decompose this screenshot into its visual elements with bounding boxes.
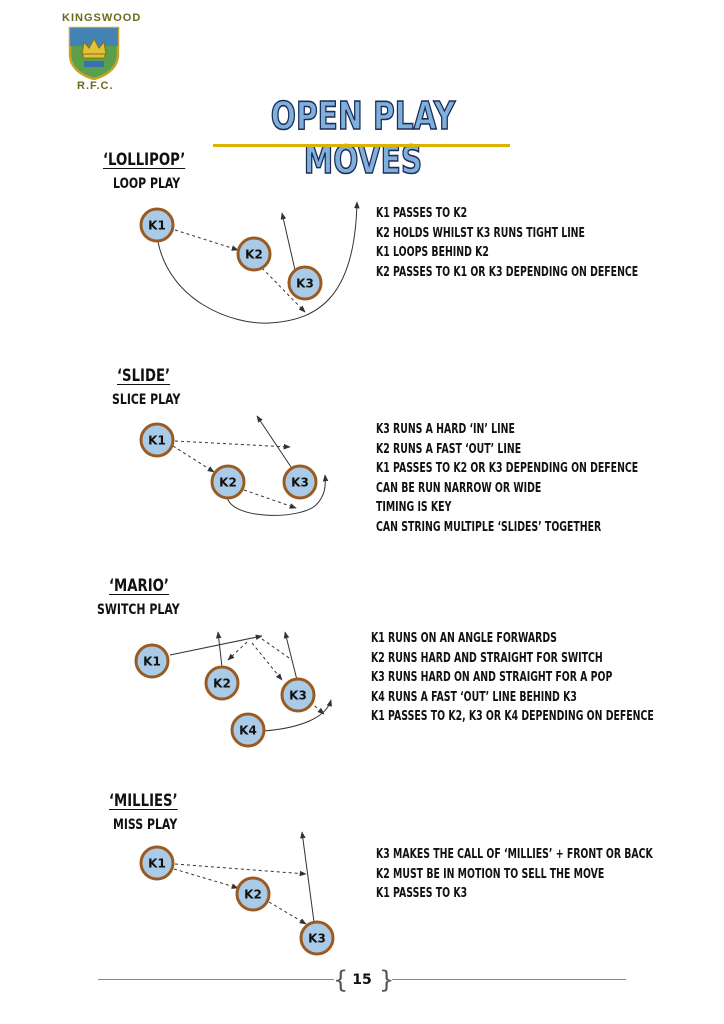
note-line: K1 PASSES TO K2 OR K3 DEPENDING ON DEFEN… — [376, 461, 639, 477]
pass-arrow — [174, 229, 239, 251]
note-line: CAN STRING MULTIPLE ‘SLIDES’ TOGETHER — [376, 519, 602, 535]
run-line — [215, 631, 223, 668]
player-node-k3: K3 — [299, 920, 335, 956]
player-node-k4: K4 — [230, 712, 266, 748]
diagram-lollipop: K1 K2 K3 — [139, 201, 360, 324]
move-name-lollipop: ‘LOLLIPOP’ — [103, 150, 186, 170]
move-name-slide: ‘SLIDE’ — [117, 366, 171, 386]
svg-text:K2: K2 — [244, 888, 262, 902]
move-notes-mario: K1 RUNS ON AN ANGLE FORWARDS K2 RUNS HAR… — [371, 629, 724, 727]
svg-text:K1: K1 — [143, 655, 161, 669]
svg-text:K4: K4 — [239, 724, 257, 738]
svg-text:K2: K2 — [219, 476, 237, 490]
player-node-k3: K3 — [280, 677, 316, 713]
club-name-bottom: R.F.C. — [77, 80, 114, 92]
move-name-mario: ‘MARIO’ — [109, 576, 169, 596]
note-line: K2 MUST BE IN MOTION TO SELL THE MOVE — [376, 866, 605, 882]
pass-arrow — [251, 642, 283, 681]
svg-text:K2: K2 — [245, 248, 263, 262]
footer-rule-left — [98, 979, 334, 980]
note-line: K2 HOLDS WHILST K3 RUNS TIGHT LINE — [376, 225, 585, 241]
run-line — [283, 631, 298, 681]
pass-arrow — [172, 445, 215, 473]
pass-arrow — [173, 868, 239, 889]
player-node-k1: K1 — [139, 845, 175, 881]
note-line: K1 RUNS ON AN ANGLE FORWARDS — [371, 631, 557, 646]
bracket-left-icon: { — [333, 966, 349, 994]
svg-text:K3: K3 — [308, 932, 326, 946]
diagram-millies: K1 K2 K3 — [139, 831, 335, 956]
out-run-line — [263, 699, 333, 732]
player-node-k3: K3 — [287, 265, 323, 301]
pass-arrow — [268, 901, 307, 925]
move-notes-millies: K3 MAKES THE CALL OF ‘MILLIES’ + FRONT O… — [376, 845, 724, 904]
player-node-k1: K1 — [139, 207, 175, 243]
diagram-mario: K1 K2 K3 K4 — [134, 631, 333, 748]
club-name-top: KINGSWOOD — [62, 12, 142, 24]
player-node-k2: K2 — [204, 665, 240, 701]
note-line: K1 PASSES TO K2, K3 OR K4 DEPENDING ON D… — [371, 709, 654, 725]
player-node-k1: K1 — [134, 643, 170, 679]
run-line — [169, 634, 263, 656]
run-line — [300, 831, 315, 923]
svg-text:K1: K1 — [148, 434, 166, 448]
player-node-k1: K1 — [139, 422, 175, 458]
bracket-right-icon: } — [379, 966, 395, 994]
loop-run-line — [157, 201, 360, 324]
pass-arrow — [227, 641, 248, 661]
player-node-k2: K2 — [210, 464, 246, 500]
svg-text:K2: K2 — [213, 677, 231, 691]
note-line: K4 RUNS A FAST ‘OUT’ LINE BEHIND K3 — [371, 689, 577, 705]
pass-arrow — [174, 863, 307, 877]
note-line: K1 PASSES TO K2 — [376, 206, 468, 221]
note-line: CAN BE RUN NARROW OR WIDE — [376, 480, 542, 496]
note-line: K2 RUNS A FAST ‘OUT’ LINE — [376, 441, 522, 457]
svg-text:K1: K1 — [148, 857, 166, 871]
note-line: TIMING IS KEY — [376, 500, 452, 516]
svg-text:K3: K3 — [296, 277, 314, 291]
player-node-k2: K2 — [235, 876, 271, 912]
run-line — [256, 415, 292, 468]
svg-text:K1: K1 — [148, 219, 166, 233]
club-crest-icon — [68, 26, 120, 80]
move-subtitle-mario: SWITCH PLAY — [97, 602, 180, 618]
move-name-millies: ‘MILLIES’ — [109, 791, 178, 811]
pass-arrow — [261, 267, 306, 313]
svg-text:K3: K3 — [289, 689, 307, 703]
player-node-k3: K3 — [282, 464, 318, 500]
move-subtitle-millies: MISS PLAY — [113, 817, 178, 833]
move-subtitle-slide: SLICE PLAY — [112, 392, 181, 408]
note-line: K3 RUNS A HARD ‘IN’ LINE — [376, 422, 515, 437]
note-line: K3 RUNS HARD ON AND STRAIGHT FOR A POP — [371, 670, 613, 686]
pass-arrow — [261, 638, 293, 661]
move-notes-slide: K3 RUNS A HARD ‘IN’ LINE K2 RUNS A FAST … — [376, 420, 724, 538]
note-line: K1 PASSES TO K3 — [376, 886, 468, 902]
page-number: 15 — [352, 972, 372, 988]
footer-rule-right — [392, 979, 626, 980]
svg-text:K3: K3 — [291, 476, 309, 490]
move-subtitle-lollipop: LOOP PLAY — [113, 176, 181, 192]
note-line: K1 LOOPS BEHIND K2 — [376, 245, 489, 261]
player-node-k2: K2 — [236, 236, 272, 272]
run-line — [280, 212, 296, 271]
note-line: K2 RUNS HARD AND STRAIGHT FOR SWITCH — [371, 650, 603, 666]
note-line: K3 MAKES THE CALL OF ‘MILLIES’ + FRONT O… — [376, 847, 653, 862]
diagram-slide: K1 K2 K3 — [139, 415, 329, 516]
move-notes-lollipop: K1 PASSES TO K2 K2 HOLDS WHILST K3 RUNS … — [376, 204, 724, 282]
note-line: K2 PASSES TO K1 OR K3 DEPENDING ON DEFEN… — [376, 264, 639, 280]
out-run-line — [226, 474, 329, 516]
pass-arrow — [174, 440, 291, 450]
title-underline — [213, 144, 510, 147]
